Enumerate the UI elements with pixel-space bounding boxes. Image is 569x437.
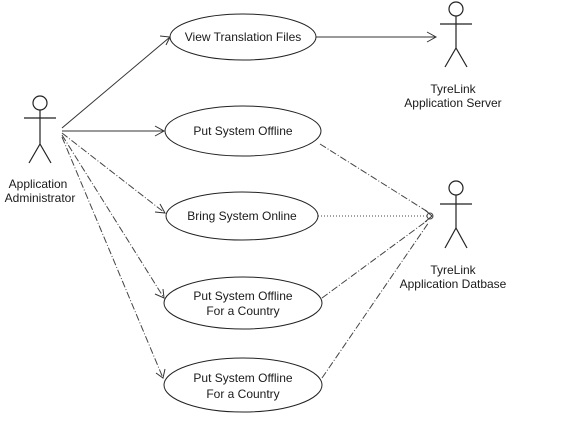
assoc-admin-offline-country-2 bbox=[61, 136, 164, 379]
actor-label-line1: TyreLink bbox=[430, 263, 476, 277]
use-case-label-line2: For a Country bbox=[206, 387, 279, 401]
arrowhead-put-offline bbox=[154, 125, 166, 137]
assoc-put-offline-database bbox=[319, 143, 429, 213]
use-case-bring-system-online: Bring System Online bbox=[165, 191, 319, 241]
arrowhead-offline-country-1 bbox=[154, 288, 165, 299]
arrowhead-server bbox=[426, 31, 438, 43]
assoc-admin-offline-country-1 bbox=[61, 134, 165, 299]
actor-stick-figure-icon bbox=[440, 1, 472, 68]
use-case-label: View Translation Files bbox=[185, 30, 302, 44]
use-case-put-offline-for-country-2: Put System Offline For a Country bbox=[163, 357, 323, 413]
use-case-label-line1: Put System Offline bbox=[193, 371, 292, 385]
use-case-label-line1: Put System Offline bbox=[193, 289, 292, 303]
use-case-put-offline-for-country-1: Put System Offline For a Country bbox=[163, 276, 323, 330]
use-case-put-system-offline: Put System Offline bbox=[164, 105, 322, 157]
use-case-view-translation-files: View Translation Files bbox=[169, 13, 317, 61]
use-case-label: Put System Offline bbox=[193, 124, 292, 138]
use-case-label-line2: For a Country bbox=[206, 304, 279, 318]
actor-label-line1: Application bbox=[9, 177, 68, 191]
arrowhead-database bbox=[424, 209, 433, 223]
database-associations bbox=[318, 143, 434, 379]
actor-application-administrator: Application Administrator bbox=[5, 95, 76, 205]
actor-stick-figure-icon bbox=[440, 180, 472, 249]
actor-stick-figure-icon bbox=[24, 95, 56, 164]
arrowhead-offline-country-2 bbox=[155, 368, 166, 379]
actor-label-line2: Administrator bbox=[5, 191, 76, 205]
actor-label-line1: TyreLink bbox=[430, 82, 476, 96]
actor-tyrelink-application-server: TyreLink Application Server bbox=[404, 1, 502, 110]
assoc-offline-country-1-database bbox=[321, 219, 429, 299]
arrowhead-bring-online bbox=[154, 203, 166, 214]
actor-label-line2: Application Datbase bbox=[400, 277, 507, 291]
assoc-admin-bring-online bbox=[61, 132, 166, 214]
actor-tyrelink-application-database: TyreLink Application Datbase bbox=[400, 180, 507, 291]
admin-associations bbox=[61, 35, 171, 379]
database-port-marker bbox=[426, 212, 434, 220]
server-associations bbox=[316, 31, 438, 43]
assoc-offline-country-2-database bbox=[321, 221, 430, 379]
use-case-label: Bring System Online bbox=[187, 209, 297, 223]
assoc-admin-view-translation bbox=[61, 36, 171, 129]
actor-label-line2: Application Server bbox=[404, 96, 501, 110]
